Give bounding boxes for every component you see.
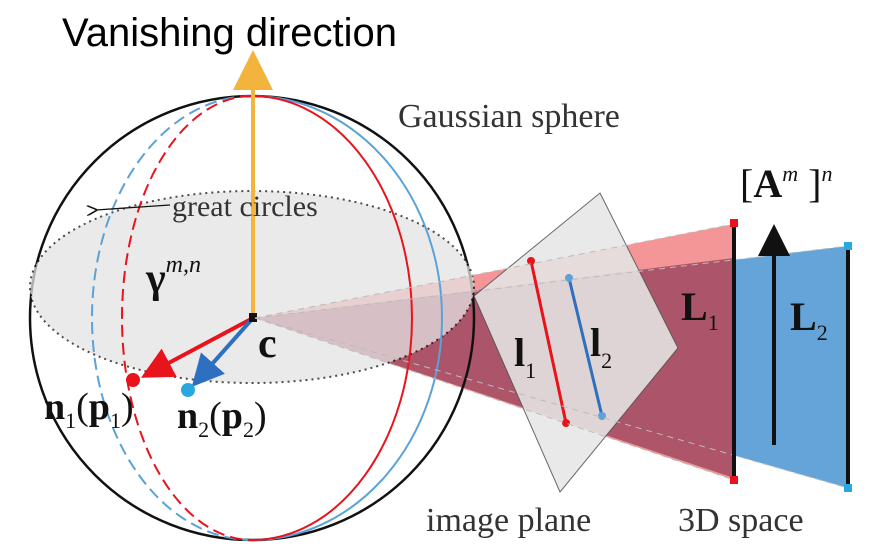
A-mn-label: [Am ]n (740, 161, 832, 206)
image-plane-label: image plane (426, 502, 591, 539)
normal-n2-arrow (191, 316, 255, 387)
L2-top-marker (844, 242, 852, 250)
l1-endpoint-top (527, 257, 535, 265)
red-great-circle-back (121, 95, 253, 541)
point-p2 (181, 383, 195, 397)
l2-endpoint-top (565, 274, 573, 282)
l2-label: l2 (590, 320, 612, 373)
center-label: c (258, 321, 277, 367)
l1-endpoint-bottom (562, 419, 570, 427)
normal-n1-arrow (140, 316, 254, 378)
3d-space-label: 3D space (678, 502, 804, 539)
great-circles-label: great circles (172, 190, 318, 223)
projected-line-l1 (529, 260, 568, 424)
n1-p1-label: n1(p1) (44, 386, 134, 433)
L1-top-marker (730, 219, 738, 227)
point-p1 (126, 373, 140, 387)
n2-p2-label: n2(p2) (177, 395, 267, 442)
projection-rays (254, 223, 849, 489)
projected-line-l2 (567, 277, 604, 417)
L1-label: L1 (681, 284, 719, 335)
L2-bottom-marker (844, 484, 852, 492)
l1-label: l1 (514, 330, 536, 383)
L1-bottom-marker (730, 476, 738, 484)
image-plane (473, 192, 679, 493)
gamma-label: γm,n (145, 252, 201, 302)
great-circles-pointer (96, 204, 171, 210)
gaussian-sphere-label: Gaussian sphere (398, 98, 620, 135)
L2-label: L2 (790, 294, 828, 345)
center-point (249, 313, 257, 322)
blue-great-circle-back (91, 95, 253, 541)
red-great-circle-front (251, 95, 413, 541)
title: Vanishing direction (62, 11, 397, 55)
blue-great-circle-front (251, 95, 443, 541)
